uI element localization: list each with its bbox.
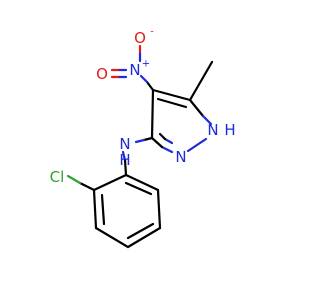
bond-c3-nh bbox=[142, 136, 154, 142]
charge-plus: + bbox=[142, 59, 150, 70]
atom-label-amine-h: H bbox=[119, 151, 130, 169]
bond-b6-b1-double bbox=[124, 181, 153, 196]
bond-c4-c5 bbox=[151, 88, 192, 102]
bond-b6-b1 bbox=[124, 173, 160, 192]
bond-n2-c3-double-n bbox=[163, 137, 174, 145]
bond-b2-cl-cl bbox=[66, 174, 82, 185]
bond-c4-nno2 bbox=[145, 80, 155, 92]
bond-b1-b2 bbox=[92, 173, 128, 192]
nitro-group bbox=[110, 44, 155, 92]
benzene-ring bbox=[92, 173, 162, 249]
bond-c5-methyl bbox=[188, 60, 214, 102]
atom-label-ring-nh-h: H bbox=[224, 121, 235, 139]
bond-b2-cl bbox=[78, 181, 96, 192]
pyrazole-ring bbox=[150, 88, 213, 154]
bond-b3-b4 bbox=[94, 226, 130, 249]
atom-label-oxygen-top: O bbox=[134, 29, 146, 47]
bond-n1-n2 bbox=[186, 137, 208, 153]
atom-label-ring-nh: N bbox=[207, 121, 218, 139]
atom-label-oxygen-left: O bbox=[96, 65, 108, 83]
bond-nh-ph-n bbox=[121, 150, 127, 162]
bond-c5-n1 bbox=[188, 98, 205, 118]
bond-b5-b6 bbox=[156, 188, 162, 230]
bond-n2-c3-n bbox=[160, 145, 174, 154]
atom-label-chlorine: Cl bbox=[50, 168, 65, 186]
charge-minus: - bbox=[150, 27, 154, 38]
bond-nh-ph bbox=[123, 158, 128, 177]
bond-c4-nno2-n bbox=[139, 74, 149, 84]
bond-c4-c5-double bbox=[156, 97, 188, 109]
bond-b4-b5-double bbox=[126, 222, 155, 240]
bond-c3-nh-n bbox=[134, 138, 146, 144]
bond-b2-b3 bbox=[92, 188, 98, 230]
bond-b2-b3-double bbox=[100, 193, 106, 226]
bond-c5-n1-n bbox=[201, 114, 213, 126]
bond-n2-c3 bbox=[150, 136, 164, 149]
bond-n2-c3-double bbox=[158, 132, 167, 141]
atom-label-ring-n: N bbox=[175, 148, 186, 166]
molecule-structure: O - N + O N H N N H Cl bbox=[50, 27, 236, 249]
bond-c3-c4 bbox=[150, 88, 155, 140]
bond-b4-b5 bbox=[126, 226, 162, 249]
atom-label-nitro-n: N bbox=[129, 61, 140, 79]
atom-label-amine-n: N bbox=[119, 135, 130, 153]
